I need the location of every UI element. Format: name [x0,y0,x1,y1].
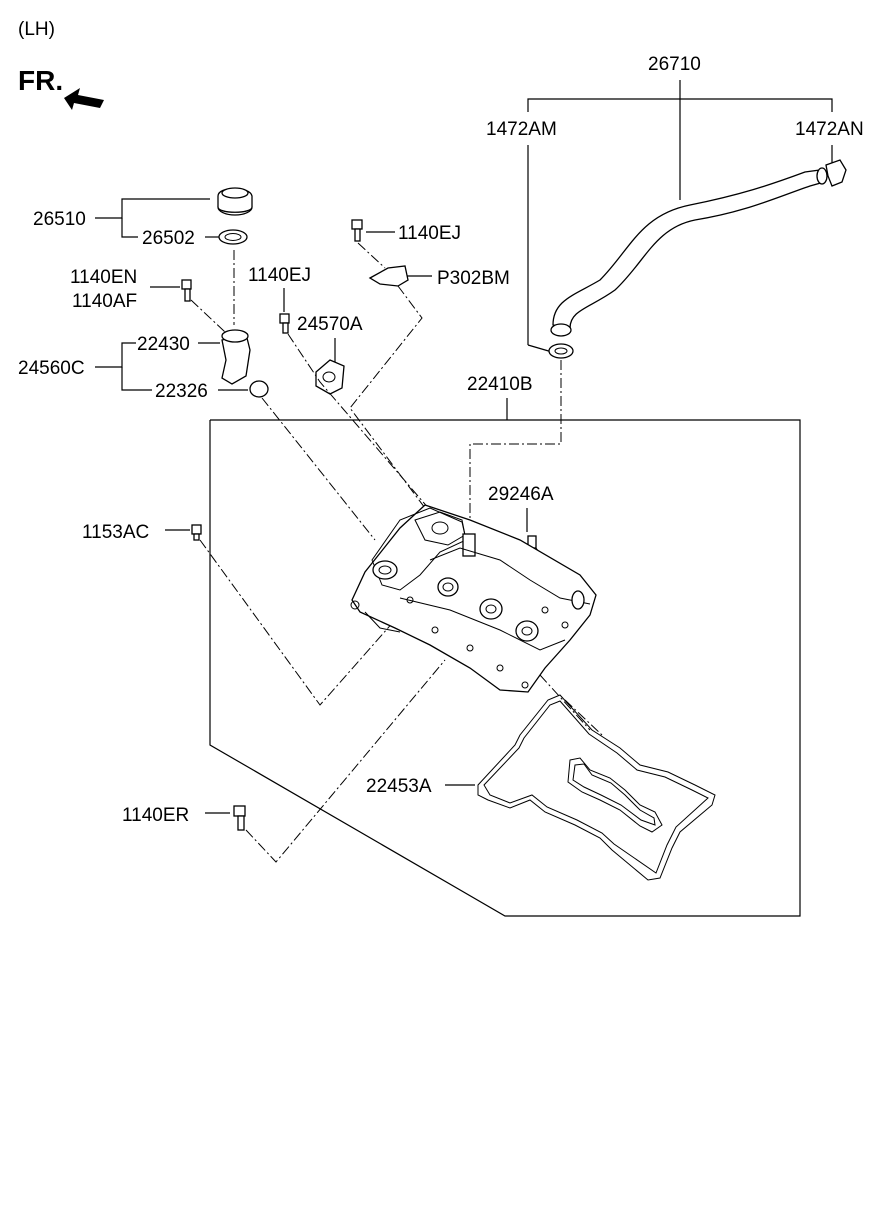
breather-hose [552,169,825,329]
label-1472AM: 1472AM [486,119,557,140]
bolt-group-24570A: 1140EJ 24570A [248,265,431,511]
cover-gasket [477,694,716,881]
bolt-icon [279,313,290,334]
label-26710: 26710 [648,54,701,75]
o-ring-22326 [249,380,269,398]
label-1140AF: 1140AF [72,291,137,312]
bolt-group-1140EN: 1140EN 1140AF [70,267,226,333]
oil-filler-cap [217,187,253,216]
label-22453A: 22453A [366,776,432,797]
label-1153AC: 1153AC [82,522,149,543]
front-label: FR. [18,65,63,96]
plug-icon [191,524,202,541]
label-26510: 26510 [33,209,86,230]
bolt-icon [181,279,192,302]
label-22326: 22326 [155,381,208,402]
hose-clamp-1472AM [548,343,574,359]
label-1472AN: 1472AN [795,119,864,140]
p302bm-bracket [368,265,409,287]
label-1140EJ-mid: 1140EJ [248,265,311,286]
label-24560C: 24560C [18,358,85,379]
cover-assembly-box: 22410B [209,360,801,917]
bracket-group: 1140EJ P302BM [349,219,510,509]
label-22410B: 22410B [467,374,533,395]
label-P302BM: P302BM [437,268,510,289]
front-arrow-icon [64,88,104,110]
label-22430: 22430 [137,334,190,355]
bolt-icon [233,805,246,831]
label-24570A: 24570A [297,314,363,335]
filler-cap-seal [218,229,248,245]
oil-filler-neck [221,329,251,385]
breather-hose-group: 26710 1472AM 1472AN [486,54,864,359]
label-29246A: 29246A [488,484,554,505]
plug-group-1153AC: 1153AC [82,522,396,706]
bolt-icon [351,219,363,242]
label-1140EN: 1140EN [70,267,137,288]
oil-filler-cap-group: 26510 26502 [33,187,253,325]
label-1140ER: 1140ER [122,805,189,826]
bolt-group-1140ER: 1140ER [122,659,446,863]
side-label: (LH) [18,19,55,40]
hose-clamp-1472AN [825,159,847,187]
oil-filler-neck-group: 24560C 22430 22326 [18,329,376,541]
cover-gasket-group: 22453A [366,674,716,881]
gasket-24570A [315,359,345,395]
rocker-cover [350,504,597,693]
label-1140EJ-top: 1140EJ [398,223,461,244]
label-26502: 26502 [142,228,195,249]
